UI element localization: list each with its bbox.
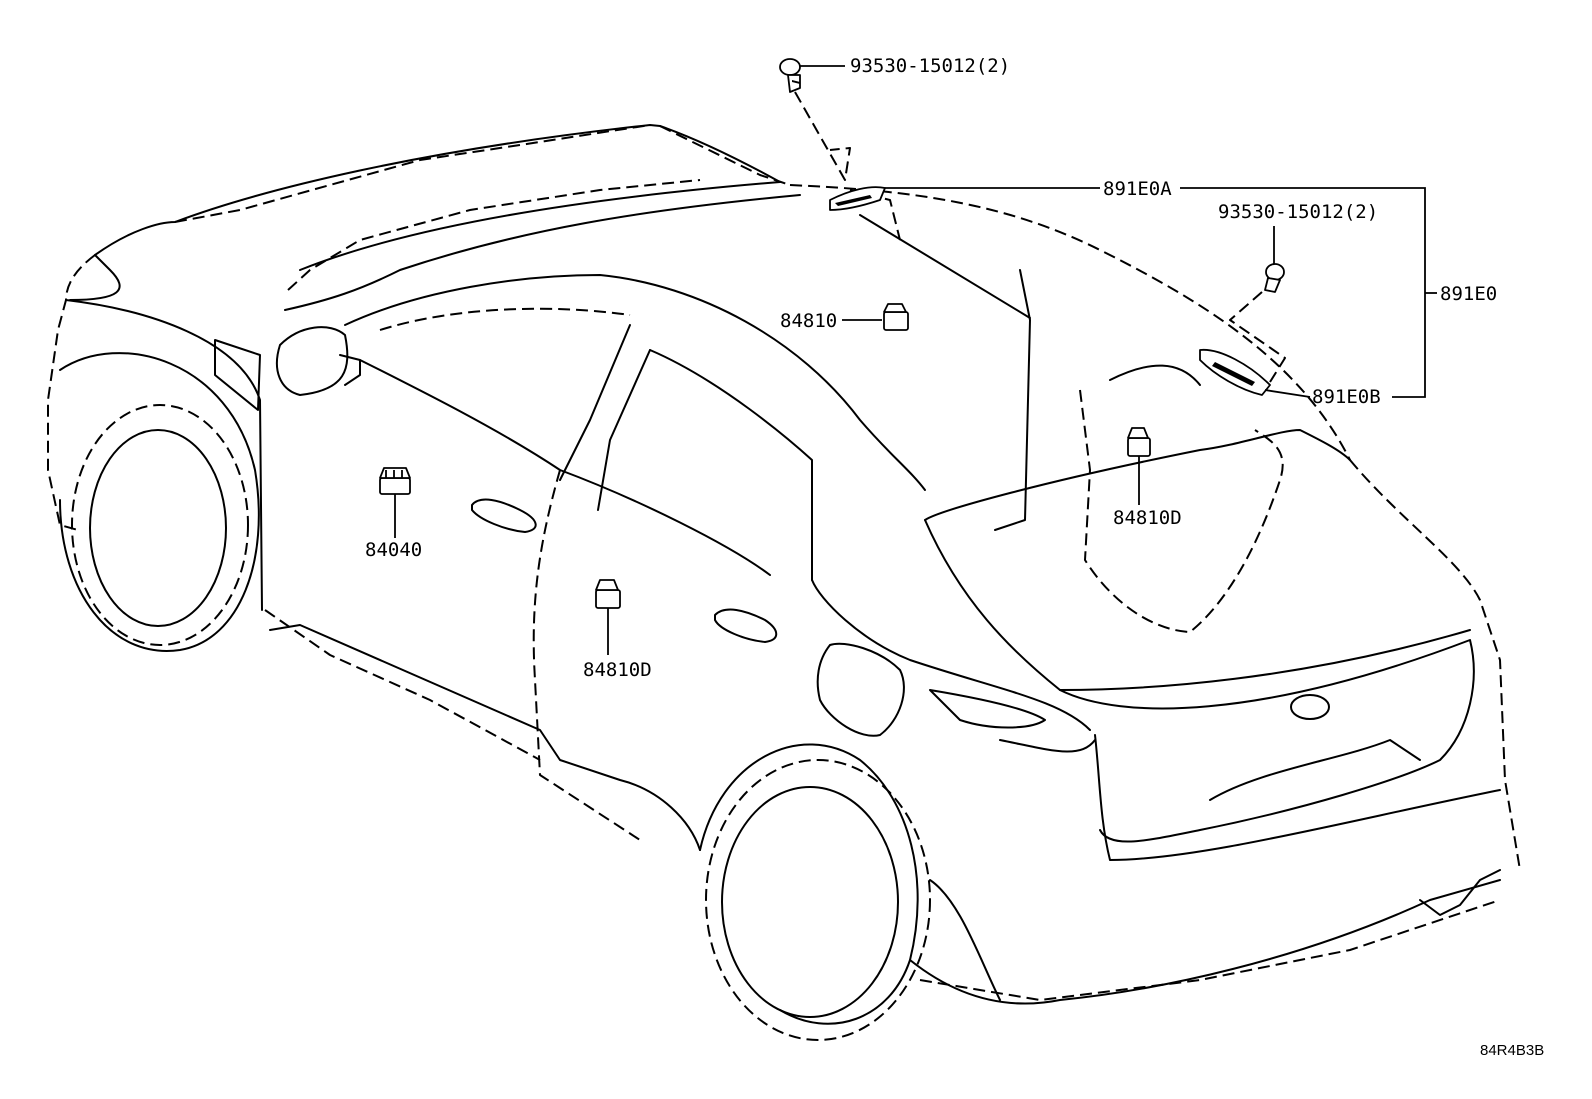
label-bolt-top: 93530-15012(2) <box>850 55 1010 77</box>
vehicle-outline <box>47 124 1521 1041</box>
label-891e0b: 891E0B <box>1312 386 1381 408</box>
module-891e0b[interactable] <box>1199 349 1271 396</box>
bolt-right[interactable] <box>1264 263 1285 293</box>
label-84810d-center: 84810D <box>583 659 652 681</box>
sensor-84810d-rear[interactable] <box>1127 427 1151 457</box>
bolt-top[interactable] <box>779 58 801 93</box>
side-mirror <box>275 326 361 396</box>
sensor-84810d-center[interactable] <box>595 579 621 609</box>
label-891e0: 891E0 <box>1440 283 1497 305</box>
label-bolt-right: 93530-15012(2) <box>1218 201 1378 223</box>
rear-emblem <box>1290 694 1330 720</box>
leader-lines <box>394 65 1437 655</box>
label-891e0a: 891E0A <box>1103 178 1172 200</box>
module-891e0a[interactable] <box>829 186 886 211</box>
rear-wheel <box>699 743 931 1041</box>
label-84040: 84040 <box>365 539 422 561</box>
front-wheel <box>59 352 260 652</box>
label-84810-roof: 84810 <box>780 310 837 332</box>
sensor-84810-roof[interactable] <box>883 303 909 331</box>
sensor-84040[interactable] <box>379 467 411 495</box>
illustration-id: 84R4B3B <box>1480 1042 1544 1059</box>
label-84810d-rear: 84810D <box>1113 507 1182 529</box>
